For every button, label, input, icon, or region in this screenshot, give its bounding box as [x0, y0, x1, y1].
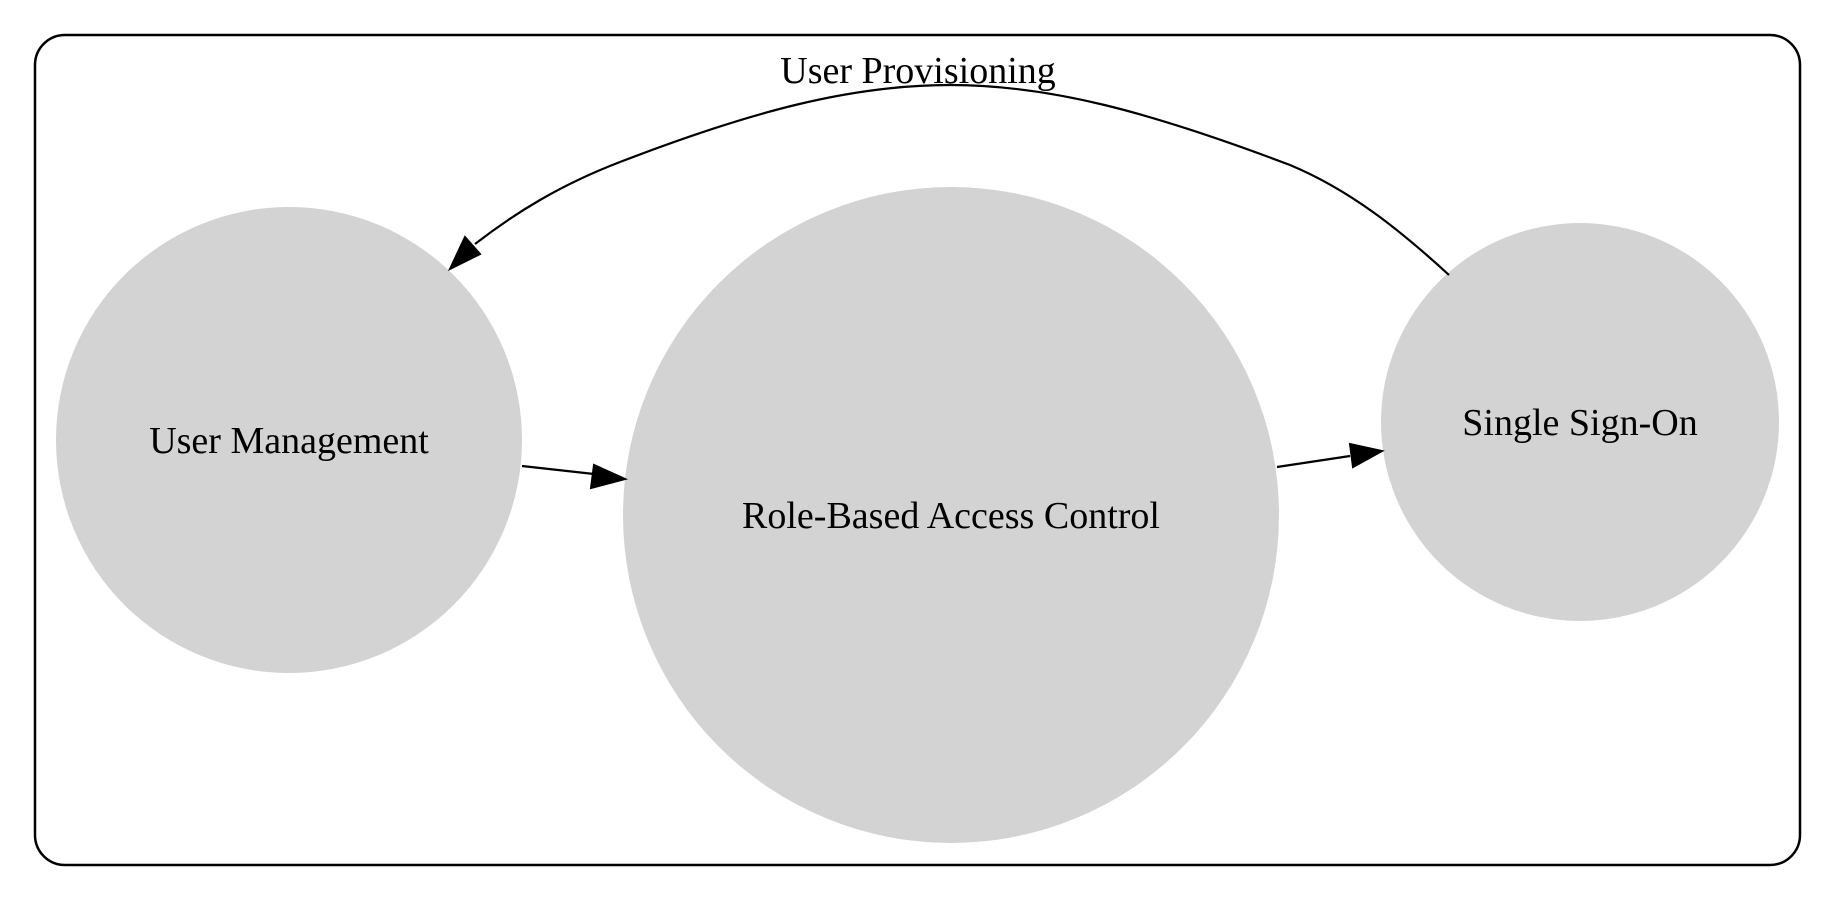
edge-sso-to-user-management-line	[474, 83, 1450, 276]
node-rbac-shape	[623, 187, 1279, 843]
node-single-sign-on[interactable]: Single Sign-On	[1381, 223, 1779, 621]
node-user-management-shape	[56, 207, 522, 673]
edge-rbac-to-sso	[1276, 442, 1385, 469]
node-role-based-access-control[interactable]: Role-Based Access Control	[623, 187, 1279, 843]
edge-sso-to-user-management-arrowhead	[447, 235, 482, 272]
edge-user-management-to-rbac-arrowhead	[589, 463, 628, 490]
edge-sso-to-user-management	[447, 83, 1450, 276]
node-sso-label: Single Sign-On	[1462, 402, 1697, 444]
edge-user-management-to-rbac	[521, 463, 628, 490]
node-sso-shape	[1381, 223, 1779, 621]
node-user-management[interactable]: User Management	[56, 207, 522, 673]
edge-rbac-to-sso-line	[1276, 454, 1351, 469]
edge-rbac-to-sso-arrowhead	[1348, 442, 1385, 469]
edge-user-management-to-rbac-line	[521, 464, 595, 476]
cluster-border	[33, 33, 1802, 867]
node-user-management-label: User Management	[149, 420, 429, 462]
node-rbac-label: Role-Based Access Control	[742, 495, 1160, 537]
